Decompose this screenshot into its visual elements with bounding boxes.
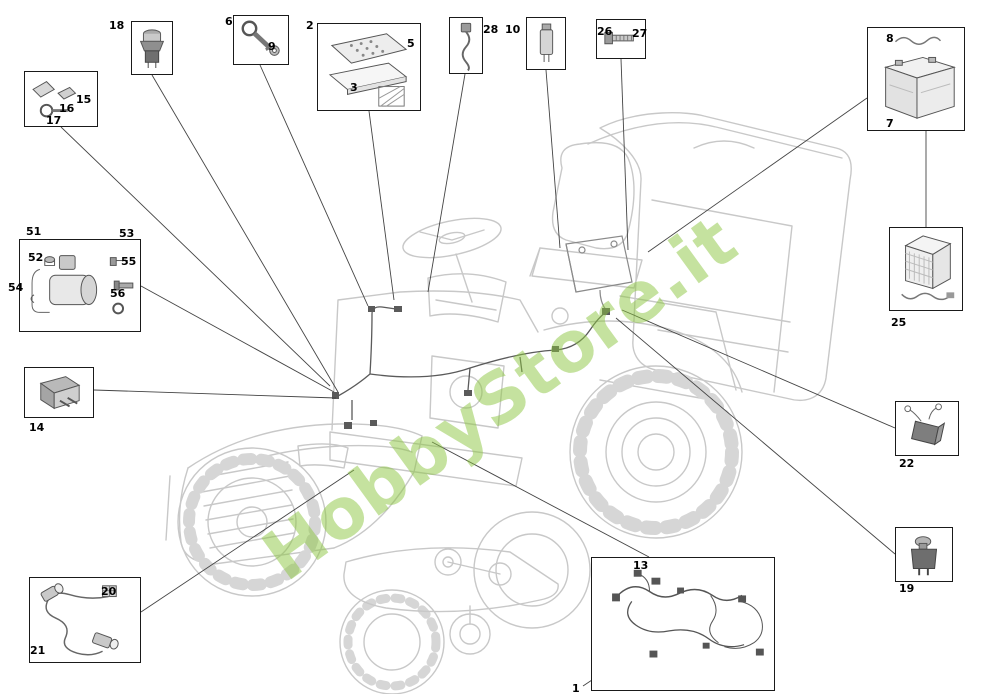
callout-box-19 [895,527,953,582]
callout-box-25 [889,227,963,311]
part-label-56: 56 [110,287,126,300]
part-label-5: 5 [407,37,415,50]
terminal-connectors-icon [32,81,77,118]
part-label-15: 15 [76,93,92,106]
part-label-27: 27 [632,27,648,40]
part-label-8: 8 [886,32,894,45]
part-label-55: 55 [121,255,137,268]
callout-box-2-3-5 [317,23,421,111]
screw-icon [604,31,634,45]
key-icon [241,20,280,56]
part-label-51: 51 [26,225,42,238]
starter-solenoid-icon [30,255,134,315]
circuit-board-icon [328,33,408,107]
part-label-13: 13 [633,559,649,572]
callout-box-26-27 [596,19,646,59]
part-label-3: 3 [350,81,358,94]
cable-icon [460,22,472,72]
plunger-switch-icon [910,536,938,576]
callout-box-20-21 [29,577,141,663]
part-label-17: 17 [46,114,62,127]
callout-box-51-56 [19,239,141,332]
callout-box-14 [24,367,94,418]
part-label-9: 9 [268,40,276,53]
wiring-harness-icon [612,569,764,658]
callout-box-22 [895,401,959,456]
part-label-1: 1 [572,682,580,694]
part-label-22: 22 [899,457,915,470]
part-label-18: 18 [109,19,125,32]
callout-box-10 [526,17,566,70]
callout-box-6-9 [233,15,289,65]
callout-box-28 [449,17,483,74]
part-label-28: 28 [483,23,499,36]
part-label-14: 14 [29,421,45,434]
wiring-harness [332,306,610,429]
fuse-icon [539,23,554,63]
relay-icon [39,376,81,410]
part-label-19: 19 [899,582,915,595]
part-label-54: 54 [8,281,24,294]
lamp-wiring-icon [40,583,119,656]
leader-lines [60,58,927,687]
part-label-10: 10 [505,23,521,36]
callout-box-15-16-17 [24,71,98,127]
part-label-7: 7 [886,117,894,130]
callout-box-1-13 [591,557,775,691]
part-label-21: 21 [30,644,46,657]
part-label-20: 20 [101,585,117,598]
part-label-25: 25 [891,316,907,329]
mounted-battery [565,235,633,311]
tractor-body [165,112,852,694]
callout-box-7-8 [867,27,965,131]
part-label-26: 26 [597,25,613,38]
battery-charger-icon [901,235,955,301]
part-label-6: 6 [225,15,233,28]
part-label-2: 2 [306,19,314,32]
callout-box-18 [131,21,173,75]
part-label-53: 53 [119,227,135,240]
part-label-52: 52 [28,251,44,264]
safety-switch-icon [904,403,946,446]
part-label-16: 16 [59,102,75,115]
battery-icon [883,36,956,119]
ignition-switch-icon [139,29,165,68]
